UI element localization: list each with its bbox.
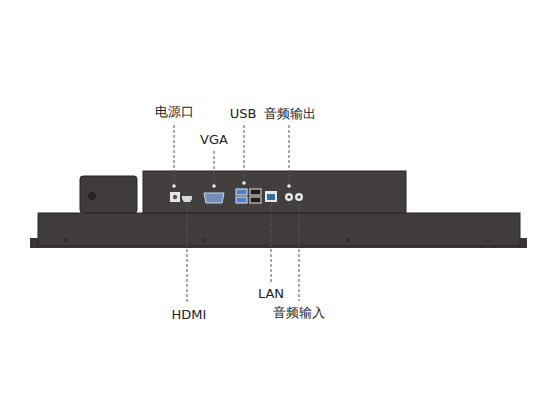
vga-port — [204, 193, 224, 203]
port-label: LAN — [258, 286, 284, 302]
port-label: VGA — [200, 132, 228, 148]
rear-housing — [143, 171, 406, 213]
lan-socket — [267, 194, 275, 200]
lan-port — [265, 191, 277, 202]
port-label: USB — [230, 106, 257, 122]
side-button — [88, 192, 96, 200]
side-module — [80, 176, 137, 213]
audio-in-jack — [295, 193, 303, 201]
port-label: 音频输入 — [273, 305, 325, 321]
leader-lines — [174, 125, 299, 303]
port-label: 音频输出 — [264, 106, 316, 122]
port-label: 电源口 — [155, 104, 194, 120]
jack-hole — [297, 195, 300, 198]
port-label: HDMI — [172, 307, 207, 323]
audio-out-jack — [285, 193, 293, 201]
power-port — [170, 192, 180, 202]
bezel-screws — [64, 238, 489, 241]
usb-ports — [236, 189, 261, 203]
hdmi-port — [182, 196, 192, 202]
power-pin — [173, 195, 177, 199]
jack-hole — [287, 195, 290, 198]
front-bezel — [38, 213, 520, 246]
port-markers — [172, 181, 291, 188]
